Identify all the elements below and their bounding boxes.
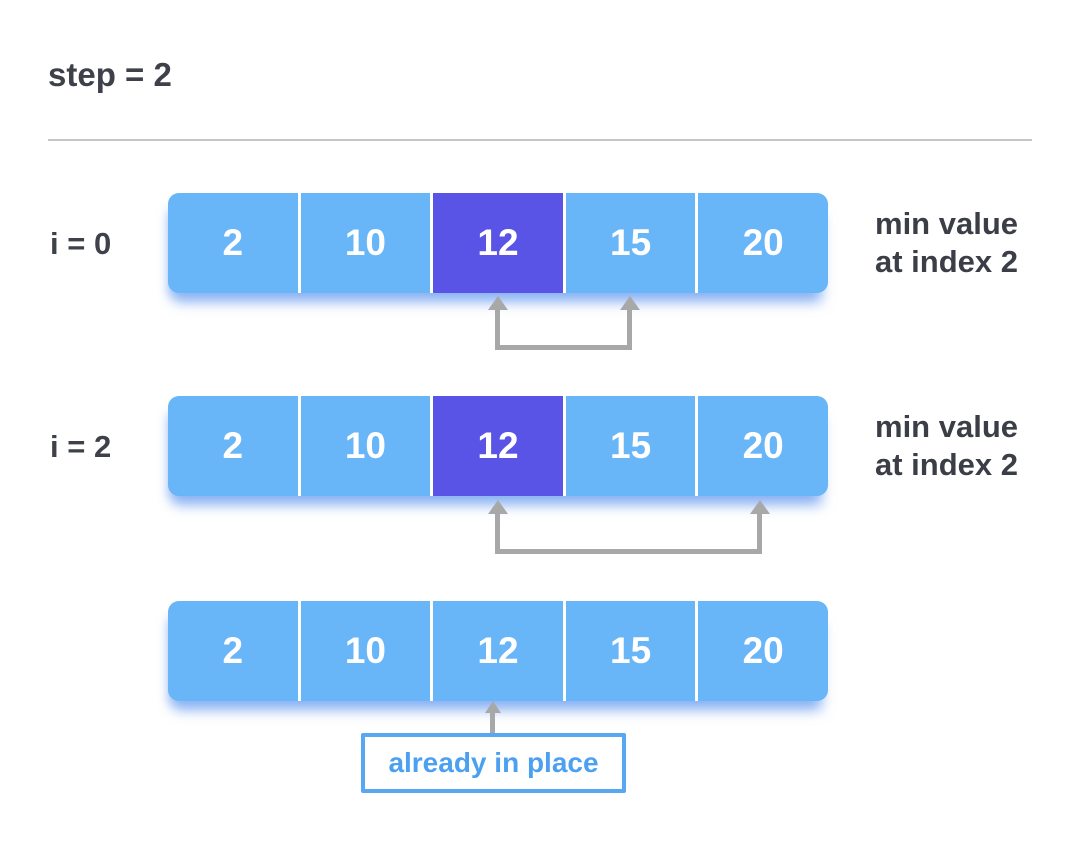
- array-cell-highlighted: 12: [430, 193, 563, 293]
- annotation-line: at index 2: [875, 447, 1018, 482]
- divider-line: [48, 139, 1032, 141]
- bracket-stem: [757, 512, 762, 554]
- array-cell: 10: [297, 396, 431, 496]
- array-cell: 15: [562, 396, 696, 496]
- array-cell: 12: [430, 601, 563, 701]
- callout-label: already in place: [388, 747, 599, 778]
- bracket-stem: [495, 512, 500, 554]
- array-cell-highlighted: 12: [430, 396, 563, 496]
- up-arrow-icon: [485, 701, 501, 713]
- up-arrow-icon: [750, 500, 770, 514]
- up-arrow-icon: [488, 500, 508, 514]
- array-row-final: 2 10 12 15 20: [168, 601, 828, 701]
- array-row-i0: 2 10 12 15 20: [168, 193, 828, 293]
- annotation-line: at index 2: [875, 244, 1018, 279]
- array-cell: 20: [695, 193, 828, 293]
- annotation-line: min value: [875, 206, 1018, 241]
- array-cell: 15: [562, 601, 696, 701]
- bracket-stem: [495, 308, 500, 350]
- annotation-min-value-row1: min value at index 2: [875, 205, 1060, 281]
- already-in-place-callout: already in place: [361, 733, 626, 793]
- bracket-bar: [495, 345, 632, 350]
- up-arrow-icon: [620, 296, 640, 310]
- array-row-i2: 2 10 12 15 20: [168, 396, 828, 496]
- row-label-i0: i = 0: [50, 226, 112, 261]
- array-cell: 2: [222, 630, 244, 671]
- array-cell: 2: [222, 425, 244, 466]
- array-cell: 15: [562, 193, 696, 293]
- array-cell: 20: [695, 601, 828, 701]
- array-cell: 2: [222, 222, 244, 263]
- annotation-min-value-row2: min value at index 2: [875, 408, 1060, 484]
- up-arrow-icon: [488, 296, 508, 310]
- array-cell: 20: [695, 396, 828, 496]
- array-cell: 10: [297, 193, 431, 293]
- step-title: step = 2: [48, 56, 172, 93]
- array-cell: 10: [297, 601, 431, 701]
- pointer-stem: [490, 711, 495, 734]
- row-label-i2: i = 2: [50, 429, 112, 464]
- bracket-bar: [495, 549, 762, 554]
- bracket-stem: [627, 308, 632, 350]
- annotation-line: min value: [875, 409, 1018, 444]
